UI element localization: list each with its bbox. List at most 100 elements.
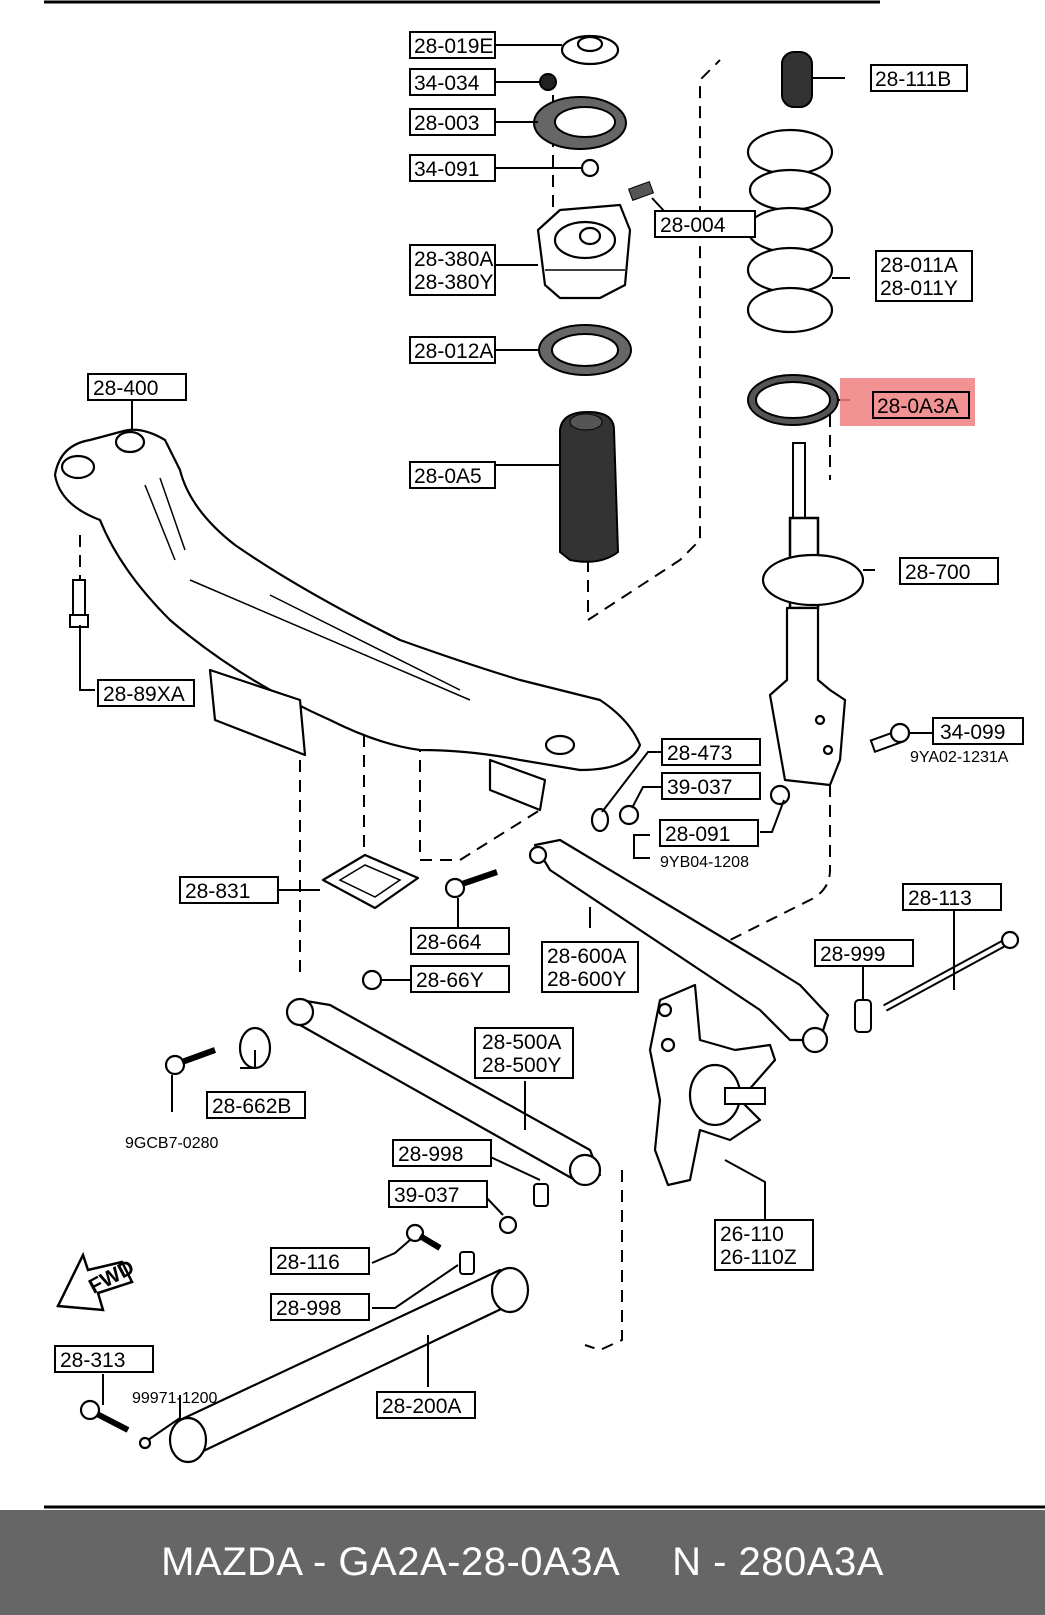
- part-28-999-plate: [854, 999, 872, 1033]
- part-28-998-plate-b: [459, 1251, 475, 1275]
- label-text: 28-700: [905, 561, 970, 584]
- callout-28-664[interactable]: 28-664: [410, 927, 510, 955]
- part-34-099-bolt: [869, 722, 911, 754]
- callout-28-313[interactable]: 28-313: [54, 1345, 154, 1373]
- sublabel-9YA02: 9YA02-1231A: [910, 749, 1009, 766]
- part-28-831-pad: [321, 853, 420, 910]
- label-text: 28-662B: [212, 1095, 291, 1118]
- label-text: 28-003: [414, 112, 479, 135]
- part-28-998-plate-a: [533, 1183, 549, 1207]
- fwd-text: FWD: [85, 1256, 138, 1299]
- label-text: 28-89XA: [103, 683, 185, 706]
- part-28-66Y-cam: [361, 969, 383, 991]
- part-34-034-nut: [539, 73, 557, 91]
- leader-lines: [79, 44, 955, 1441]
- label-text: 28-116: [276, 1251, 340, 1274]
- label-text: 26-110: [720, 1223, 784, 1246]
- callout-28-0A5[interactable]: 28-0A5: [409, 461, 496, 489]
- label-text: 28-400: [93, 377, 158, 400]
- label-text: 28-004: [660, 214, 726, 237]
- callout-39-037-a[interactable]: 39-037: [661, 772, 761, 800]
- label-text: 39-037: [667, 776, 732, 799]
- callout-34-091[interactable]: 34-091: [409, 154, 496, 182]
- callout-28-473[interactable]: 28-473: [661, 738, 761, 766]
- callout-28-0A3A[interactable]: 28-0A3A: [872, 391, 970, 419]
- part-28-380-mount: [536, 203, 632, 300]
- callout-34-099[interactable]: 34-099: [932, 717, 1024, 745]
- part-28-116-bolt: [405, 1223, 442, 1251]
- callout-28-111B[interactable]: 28-111B: [870, 64, 968, 92]
- label-text: 28-998: [276, 1297, 341, 1320]
- label-text: 28-091: [665, 823, 730, 846]
- part-28-0A3A-spring-seat-lower: [747, 374, 839, 426]
- label-text: 28-600Y: [547, 968, 626, 991]
- part-28-600-lateral-link: [528, 838, 830, 1054]
- callout-28-831[interactable]: 28-831: [179, 876, 279, 904]
- callout-28-113[interactable]: 28-113: [902, 883, 1002, 911]
- callout-28-003[interactable]: 28-003: [409, 108, 496, 136]
- label-text: 28-500Y: [482, 1054, 561, 1077]
- part-28-011-coil-spring: [746, 128, 834, 334]
- callout-28-091[interactable]: 28-091: [659, 819, 759, 847]
- part-28-500-lower-link: [285, 997, 602, 1187]
- callout-28-89XA[interactable]: 28-89XA: [97, 679, 195, 707]
- label-text: 28-0A5: [414, 465, 482, 488]
- label-text: 39-037: [394, 1184, 459, 1207]
- part-28-89XA-bolt: [69, 579, 89, 628]
- part-28-400-crossmember: [53, 428, 642, 812]
- sublabel-99971: 99971-1200: [132, 1390, 218, 1407]
- label-text: 28-664: [416, 931, 482, 954]
- label-text: 28-473: [667, 742, 732, 765]
- callout-34-034[interactable]: 34-034: [409, 68, 496, 96]
- sublabel-9GCB7: 9GCB7-0280: [125, 1135, 218, 1152]
- part-28-473-cam: [590, 807, 610, 833]
- callout-28-116[interactable]: 28-116: [270, 1247, 370, 1275]
- label-text: 28-113: [908, 887, 972, 910]
- callout-28-999[interactable]: 28-999: [814, 939, 914, 967]
- label-text: 28-831: [185, 880, 250, 903]
- label-text: 28-011Y: [880, 277, 958, 300]
- part-28-012A-seat: [538, 324, 632, 376]
- label-text: 28-998: [398, 1143, 463, 1166]
- part-28-004-plate: [627, 180, 655, 202]
- label-text: 28-019E: [414, 35, 493, 58]
- callout-28-700[interactable]: 28-700: [899, 557, 999, 585]
- fwd-arrow-icon: FWD: [56, 1251, 138, 1312]
- part-28-111B-bump-stop: [781, 51, 813, 108]
- callout-28-66Y[interactable]: 28-66Y: [410, 965, 510, 993]
- part-34-091-nut: [580, 158, 600, 178]
- part-26-110-knuckle: [648, 983, 777, 1187]
- part-39-037-nut-b: [498, 1215, 518, 1235]
- callout-39-037-b[interactable]: 39-037: [388, 1180, 488, 1208]
- part-28-091-nut: [769, 784, 791, 806]
- label-text: 28-012A: [414, 340, 493, 363]
- callout-28-998-b[interactable]: 28-998: [270, 1293, 370, 1321]
- label-text: 28-500A: [482, 1031, 561, 1054]
- part-9GCB7-bolt: [164, 1047, 217, 1076]
- callout-28-004[interactable]: 28-004: [654, 210, 756, 238]
- callout-28-019E[interactable]: 28-019E: [409, 31, 496, 59]
- callout-28-998-a[interactable]: 28-998: [392, 1139, 492, 1167]
- callout-28-200A[interactable]: 28-200A: [376, 1391, 476, 1419]
- alt-part-number: N - 280A3A: [672, 1540, 884, 1584]
- sublabel-9YB04: 9YB04-1208: [660, 854, 749, 871]
- label-text: 34-099: [940, 721, 1005, 744]
- part-28-664-bolt: [444, 869, 498, 899]
- label-text: 26-110Z: [720, 1246, 797, 1269]
- label-text: 28-0A3A: [877, 395, 959, 418]
- callout-28-400[interactable]: 28-400: [87, 373, 187, 401]
- callout-28-012A[interactable]: 28-012A: [409, 336, 496, 364]
- label-text: 28-200A: [382, 1395, 461, 1418]
- part-28-019E-bump-cap: [560, 34, 620, 66]
- label-text: 28-011A: [880, 254, 958, 277]
- part-28-313-bolt: [79, 1399, 130, 1433]
- callout-28-662B[interactable]: 28-662B: [206, 1091, 306, 1119]
- part-28-200A-trailing-link: [168, 1266, 530, 1464]
- label-text: 28-999: [820, 943, 885, 966]
- part-28-0A5-boot: [559, 410, 620, 563]
